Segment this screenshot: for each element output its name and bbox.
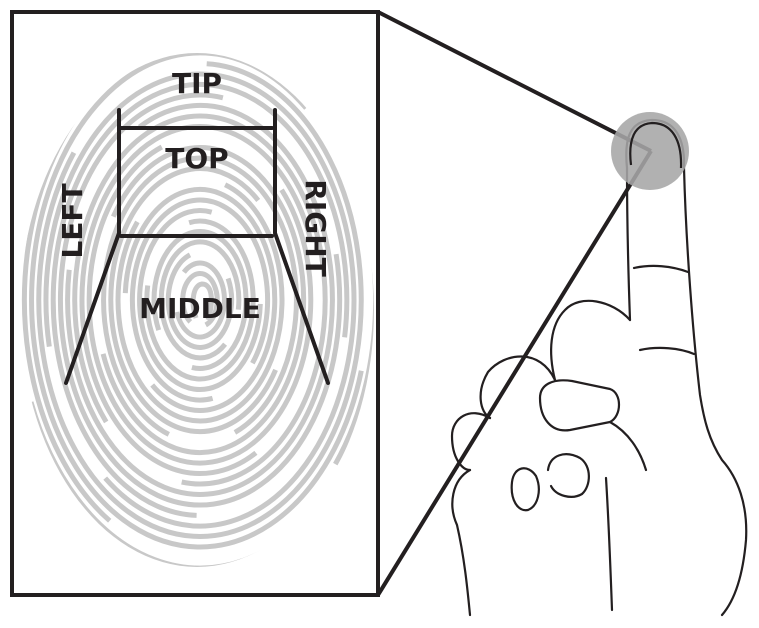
fingerprint-ridge (79, 124, 314, 477)
fingerprint-ridge (137, 208, 263, 392)
fingerprint-ridge (115, 182, 285, 424)
fingerprint-ridge (165, 252, 235, 350)
fingerprint-ridge (29, 53, 364, 550)
fingerprint-ridge (86, 144, 314, 466)
region-label-top: TOP (165, 142, 228, 175)
fingerprint-ridge (101, 155, 299, 437)
fingerprint-ridge (36, 61, 364, 539)
region-label-left: LEFT (56, 183, 89, 258)
region-label-right: RIGHT (299, 179, 332, 277)
fingerprint-ridge (108, 166, 278, 435)
fingerprint-core (190, 281, 214, 321)
fingerprint-ridge (122, 186, 278, 413)
fingerprint-ridge (151, 229, 249, 371)
fingerprint-ridge (158, 239, 242, 361)
fingerprint-ridge (50, 81, 350, 518)
region-boundary-lines (64, 108, 330, 385)
fingerprint-ridge (65, 102, 335, 497)
zoom-connector-lines (376, 10, 653, 597)
fingerprint-ridge (43, 71, 357, 529)
hand-illustration (450, 118, 748, 617)
region-label-tip: TIP (172, 67, 222, 100)
fingerprint-ridge (180, 271, 220, 328)
fingerprint-ridge (21, 53, 374, 523)
fingerprint-ridge (174, 260, 227, 340)
fingerprint-ridge (129, 197, 271, 403)
region-label-middle: MIDDLE (139, 292, 261, 325)
fingerprint-ridge (57, 92, 343, 508)
inset-frame (10, 10, 380, 597)
fingerprint-ridge (72, 113, 328, 487)
fingertip-highlight (611, 112, 689, 190)
fingerprint-ridge (23, 53, 374, 567)
